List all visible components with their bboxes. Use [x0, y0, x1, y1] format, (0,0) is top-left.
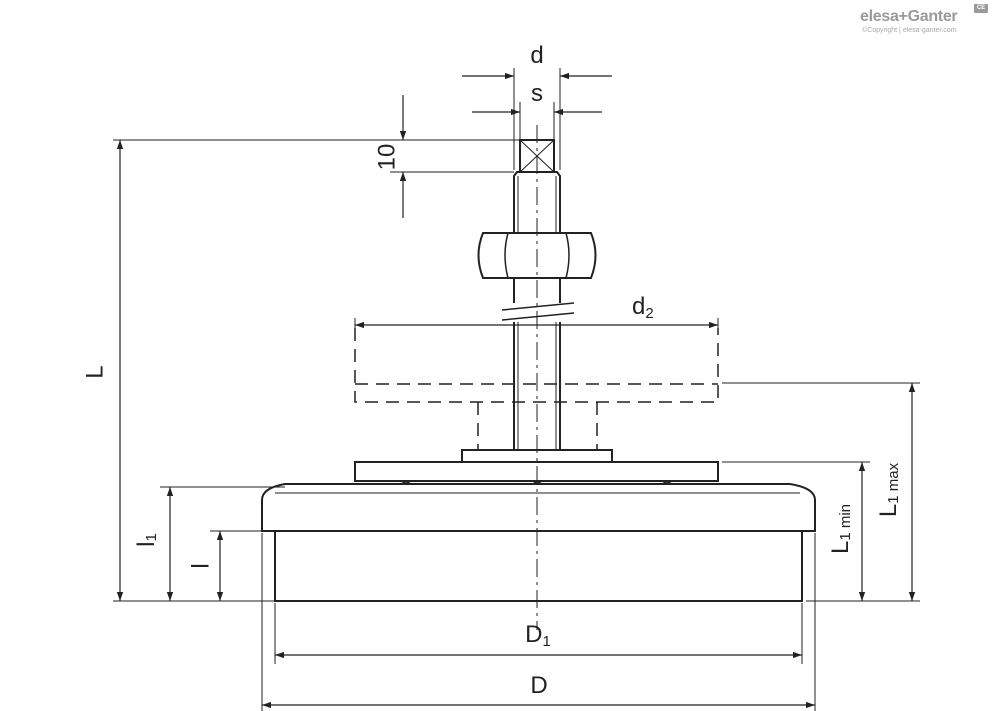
housing — [261, 483, 816, 532]
label-l1-sub: 1 — [143, 533, 160, 541]
label-L: L — [81, 365, 108, 378]
label-d2-sub: 2 — [645, 305, 653, 322]
label-D1: D1 — [525, 621, 551, 650]
leveling-foot-part — [261, 139, 816, 602]
brand-name: elesa+Ganter — [860, 8, 958, 25]
dimension-lines — [116, 72, 916, 709]
label-L1min-sub: 1 min — [837, 504, 854, 541]
label-D: D — [530, 672, 547, 699]
label-10: 10 — [373, 144, 400, 171]
label-l1: l1 — [133, 533, 160, 547]
label-d2-base: d — [632, 293, 645, 320]
label-L1min-base: L — [827, 541, 854, 554]
stud-break-mark — [501, 302, 575, 321]
label-L1max-base: L — [875, 504, 902, 517]
brand-mark-icon: CE — [974, 4, 988, 13]
label-l1-base: l — [133, 542, 160, 547]
label-d2: d2 — [632, 293, 654, 322]
label-L1min: L1 min — [827, 504, 854, 554]
min-position-outline — [354, 328, 719, 450]
label-D1-base: D — [525, 621, 542, 648]
brand-logo: elesa+Ganter CE ©Copyright | elesa-gante… — [860, 4, 990, 40]
brand-copyright: ©Copyright | elesa-ganter.com — [862, 27, 957, 34]
rubber-pad — [274, 530, 803, 602]
hex-nut-face — [504, 232, 570, 279]
label-L1max: L1 max — [875, 462, 902, 517]
label-l: l — [187, 563, 214, 568]
dimension-labels: d s 10 L d2 l1 l D1 D L1 min L1 max — [81, 42, 902, 699]
label-L1max-sub: 1 max — [885, 462, 902, 503]
label-D1-sub: 1 — [543, 633, 551, 650]
label-d: d — [530, 42, 543, 69]
extension-lines — [113, 68, 920, 711]
label-s: s — [531, 80, 543, 107]
